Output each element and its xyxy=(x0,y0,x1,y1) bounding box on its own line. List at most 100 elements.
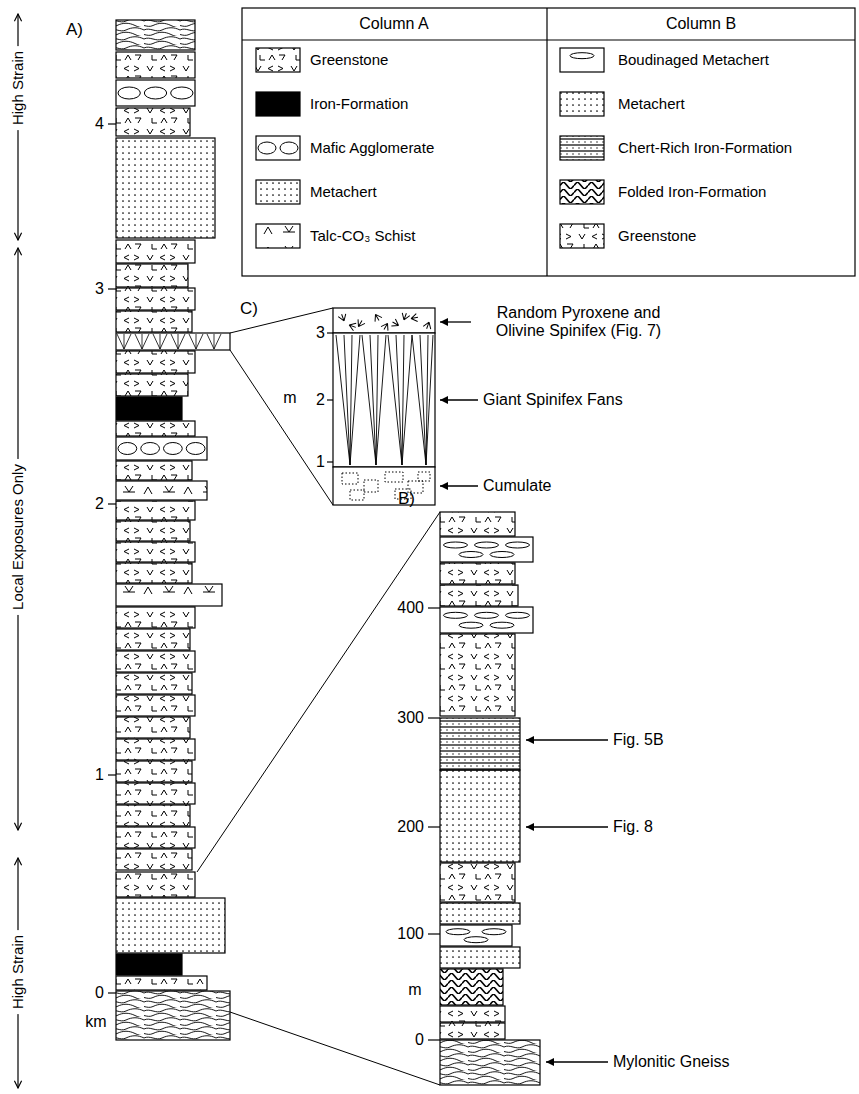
spinifex-symbol xyxy=(124,334,131,349)
random-spinifex-symbol xyxy=(338,313,348,322)
legend-text: Iron-Formation xyxy=(310,95,408,112)
spinifex-symbol xyxy=(117,334,124,349)
clast-symbol xyxy=(444,542,468,548)
spinifex-symbol xyxy=(142,334,149,349)
depth-tick xyxy=(428,933,440,934)
callout-arrow xyxy=(440,321,471,322)
legend-text: Metachert xyxy=(310,183,377,200)
legend-swatch xyxy=(256,48,300,72)
greenstone-unit xyxy=(116,374,188,396)
legend-swatch xyxy=(560,92,604,116)
legend-swatch xyxy=(560,136,604,160)
depth-tick xyxy=(327,332,333,333)
depth-tick xyxy=(108,992,116,993)
depth-tick xyxy=(108,123,116,124)
greenstone-unit xyxy=(116,108,190,136)
metachert-unit xyxy=(116,898,225,953)
column-c xyxy=(333,308,435,505)
spinifex-symbol xyxy=(160,334,161,349)
random-spinifex-symbol xyxy=(423,321,433,330)
greenstone-unit xyxy=(116,501,195,520)
greenstone-unit xyxy=(116,421,195,436)
cumulate-grain xyxy=(385,472,403,482)
metachert-unit xyxy=(440,947,520,968)
legend-swatch xyxy=(256,180,300,204)
callout-arrow xyxy=(546,1061,608,1062)
depth-number: 3 xyxy=(316,324,325,342)
depth-number: 1 xyxy=(316,453,325,471)
depth-number: 2 xyxy=(316,391,325,409)
cumulate-grain xyxy=(350,490,364,500)
depth-number: 200 xyxy=(397,818,424,836)
cumulate-grain xyxy=(342,473,358,484)
callout-label: Mylonitic Gneiss xyxy=(613,1053,729,1071)
depth-number: 3 xyxy=(95,280,104,298)
spinifex-fan xyxy=(362,335,376,465)
clast-symbol xyxy=(446,929,470,935)
greenstone-unit xyxy=(116,976,207,990)
spinifex-detail-unit xyxy=(333,333,435,467)
greenstone-unit xyxy=(116,461,192,480)
random-spinifex-symbol xyxy=(348,321,357,331)
legend-text: Metachert xyxy=(618,95,685,112)
greenstone-unit xyxy=(116,651,195,672)
greenstone-unit xyxy=(116,264,188,287)
cumulate-grain xyxy=(364,480,378,492)
greenstone-unit xyxy=(440,1006,505,1022)
spinifex-symbol xyxy=(135,334,142,349)
mylonite-unit xyxy=(440,1040,540,1085)
depth-tick xyxy=(428,826,440,827)
spinifex-fan xyxy=(402,335,412,465)
greenstone-unit xyxy=(440,585,518,606)
mylonite-unit xyxy=(116,991,230,1040)
clast-symbol xyxy=(490,552,514,558)
panel-label: A) xyxy=(66,20,83,40)
clast-symbol xyxy=(118,443,137,455)
spinifex-detail-unit xyxy=(333,467,435,505)
column-a xyxy=(116,20,230,1040)
unit-label: m xyxy=(408,981,421,999)
spinifex-symbol xyxy=(142,334,143,349)
mylonite-unit xyxy=(116,20,195,50)
spinifex-symbol xyxy=(178,334,179,349)
callout-label: Cumulate xyxy=(483,477,551,495)
greenstone-unit xyxy=(116,761,192,782)
clast-symbol xyxy=(490,622,514,628)
greenstone-unit xyxy=(116,542,195,562)
clast-symbol xyxy=(459,622,483,628)
panel-label: B) xyxy=(398,489,415,509)
greenstone-unit xyxy=(116,288,195,310)
random-spinifex-symbol xyxy=(372,312,382,322)
spinifex-fan xyxy=(370,335,376,465)
depth-tick xyxy=(108,288,116,289)
spinifex-symbol xyxy=(171,334,178,349)
greenstone-unit xyxy=(440,563,515,584)
unit-label: m xyxy=(283,389,296,407)
depth-number: 0 xyxy=(415,1031,424,1049)
random-spinifex-symbol xyxy=(400,312,410,321)
depth-tick xyxy=(108,774,116,775)
panel-label: C) xyxy=(240,299,258,319)
iron-formation-unit xyxy=(116,397,182,420)
depth-number: 4 xyxy=(95,115,104,133)
random-spinifex-symbol xyxy=(391,319,401,329)
legend-swatch xyxy=(560,48,604,72)
legend-text: Boudinaged Metachert xyxy=(618,51,769,68)
spinifex-symbol xyxy=(178,334,185,349)
spinifex-fan xyxy=(412,335,426,465)
legend-text: Talc-CO₃ Schist xyxy=(310,227,415,244)
clast-symbol xyxy=(459,552,483,558)
spinifex-symbol xyxy=(196,334,203,349)
depth-tick xyxy=(428,717,440,718)
depth-tick xyxy=(327,461,333,462)
spinifex-fan xyxy=(350,335,360,465)
greenstone-unit xyxy=(116,872,195,897)
clast-symbol xyxy=(475,542,499,548)
legend-header: Column B xyxy=(666,15,736,33)
strain-zone-label: Local Exposures Only xyxy=(9,459,26,615)
callout-label: Giant Spinifex Fans xyxy=(483,391,623,409)
folded-iron-formation-unit xyxy=(440,969,503,1005)
depth-ticks xyxy=(108,124,440,1040)
callout-arrows xyxy=(440,322,608,1062)
depth-number: 1 xyxy=(95,766,104,784)
